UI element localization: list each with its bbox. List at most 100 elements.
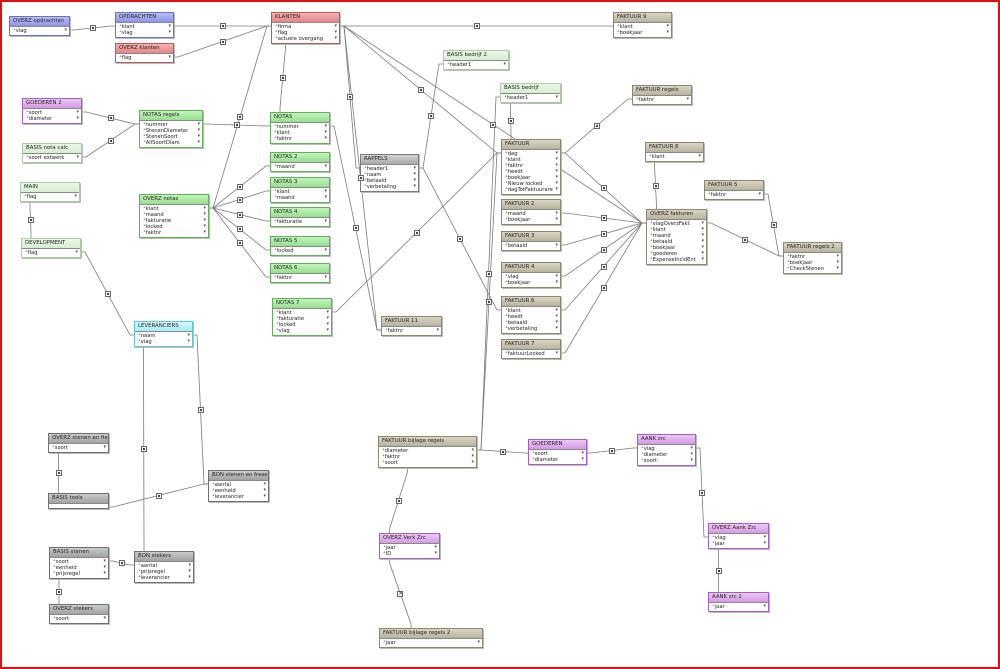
field-item[interactable]: ⁺header1 bbox=[364, 166, 416, 172]
table-bon-stekers[interactable]: BON stekers⁺aantal⁺prijsregel⁺leverancie… bbox=[134, 551, 194, 583]
table-notas[interactable]: NOTAS⁺nummer⁺klant⁺faktnr bbox=[270, 112, 330, 144]
relationship-operator-icon[interactable] bbox=[347, 94, 353, 100]
field-item[interactable]: ⁺klant bbox=[617, 24, 669, 30]
relationship-operator-icon[interactable] bbox=[236, 211, 243, 218]
table-title[interactable]: OVERZ klanten bbox=[116, 44, 173, 54]
field-item[interactable]: ⁺faktnr bbox=[787, 254, 839, 260]
relationship-operator-icon[interactable] bbox=[279, 75, 286, 81]
field-item[interactable]: ⁺maand bbox=[650, 233, 704, 239]
field-item[interactable]: ⁺nummer bbox=[143, 122, 200, 128]
field-item[interactable]: ⁺klant bbox=[119, 24, 171, 30]
relationship-operator-icon[interactable] bbox=[237, 114, 243, 120]
relationship-operator-icon[interactable] bbox=[652, 182, 659, 189]
field-item[interactable]: ⁺diameter bbox=[532, 457, 584, 463]
relationship-operator-icon[interactable] bbox=[600, 231, 607, 237]
table-title[interactable]: FAKTUUR bijlage regels 2 bbox=[380, 629, 482, 639]
field-item[interactable]: ⁺ExpenseIncidEnt bbox=[650, 257, 704, 263]
table-title[interactable]: AANK zrc bbox=[638, 435, 695, 445]
field-item[interactable]: ⁺boekjaar bbox=[505, 280, 558, 286]
field-item[interactable]: ⁺verbetaling bbox=[505, 326, 558, 332]
field-item[interactable]: ⁺vlag bbox=[712, 535, 766, 541]
table-overz-klanten[interactable]: OVERZ klanten⁺flag bbox=[115, 43, 174, 63]
relationship-operator-icon[interactable] bbox=[742, 236, 748, 243]
field-item[interactable]: ⁺faktnr bbox=[708, 192, 761, 198]
table-title[interactable]: FAKTUUR regels 2 bbox=[784, 243, 841, 253]
field-item[interactable]: ⁺StenenDiameter bbox=[143, 128, 200, 134]
field-item[interactable]: ⁺soort bbox=[641, 458, 693, 464]
table-title[interactable]: RAPPELS bbox=[361, 155, 418, 165]
field-item[interactable]: ⁺maand bbox=[274, 164, 327, 170]
table-title[interactable]: BASIS tools bbox=[49, 494, 108, 504]
table-title[interactable]: OVERZ notas bbox=[140, 195, 208, 205]
table-goederen2[interactable]: GOEDEREN 2⁺soort⁺diameter bbox=[22, 98, 82, 124]
table-title[interactable]: OVERZ Aank Zrc bbox=[709, 524, 768, 534]
relationship-operator-icon[interactable] bbox=[413, 229, 420, 236]
table-title[interactable]: FAKTUUR 6 bbox=[502, 297, 560, 307]
field-item[interactable]: ⁺naam bbox=[138, 333, 190, 339]
table-title[interactable]: BON stenen en fresen bbox=[209, 471, 268, 481]
relationship-operator-icon[interactable] bbox=[89, 25, 96, 31]
table-goederen[interactable]: GOEDEREN⁺soort⁺diameter bbox=[528, 439, 587, 465]
table-title[interactable]: FAKTUUR bbox=[502, 140, 560, 150]
table-title[interactable]: FAKTUUR bijlage regels bbox=[379, 437, 476, 447]
field-item[interactable]: ⁺flag bbox=[119, 55, 171, 61]
field-item[interactable]: ⁺jaar bbox=[712, 541, 766, 547]
table-overz-aank-zrc[interactable]: OVERZ Aank Zrc⁺vlag⁺jaar bbox=[708, 523, 769, 549]
table-title[interactable]: AANK zrc 2 bbox=[709, 593, 768, 603]
field-item[interactable]: ⁺leverancier bbox=[212, 494, 266, 500]
field-item[interactable]: ⁺vlag bbox=[641, 446, 693, 452]
table-title[interactable]: FAKTUUR 9 bbox=[614, 13, 671, 23]
field-item[interactable]: ⁺boekjaar bbox=[617, 30, 669, 36]
table-title[interactable]: FAKTUUR 7 bbox=[502, 340, 560, 350]
field-item[interactable]: ⁺boekjaar bbox=[505, 217, 558, 223]
field-item[interactable]: ⁺faktnr bbox=[274, 275, 327, 281]
relationship-operator-icon[interactable] bbox=[715, 567, 722, 574]
table-title[interactable]: KLANTEN bbox=[272, 13, 339, 23]
table-notas-regels[interactable]: NOTAS regels⁺nummer⁺StenenDiameter⁺Stene… bbox=[139, 110, 203, 148]
table-title[interactable]: OVERZ stekers bbox=[50, 605, 108, 615]
relationship-operator-icon[interactable] bbox=[104, 290, 111, 297]
field-item[interactable]: ⁺betaald bbox=[505, 320, 558, 326]
table-title[interactable]: BASIS nota calc bbox=[23, 144, 81, 154]
field-item[interactable]: ⁺eenheid bbox=[212, 488, 266, 494]
table-leveranciers[interactable]: LEVERANCIERS⁺naam⁺vlag bbox=[134, 321, 193, 347]
field-item[interactable]: ⁺ID bbox=[383, 551, 437, 557]
field-item[interactable]: ⁺jaar bbox=[383, 545, 437, 551]
table-faktuur7[interactable]: FAKTUUR 7⁺faktuurLocked bbox=[501, 339, 561, 359]
table-title[interactable]: NOTAS 5 bbox=[271, 237, 329, 247]
field-item[interactable]: ⁺aantal bbox=[212, 482, 266, 488]
relationship-operator-icon[interactable] bbox=[499, 448, 506, 455]
field-item[interactable]: ⁺vlag bbox=[276, 328, 329, 334]
relationship-operator-icon[interactable] bbox=[600, 263, 607, 270]
relationship-operator-icon[interactable] bbox=[233, 122, 240, 128]
relationship-operator-icon[interactable] bbox=[357, 175, 364, 181]
field-item[interactable]: ⁺prijsregel bbox=[138, 569, 191, 575]
field-item[interactable]: ⁺aantal bbox=[138, 563, 191, 569]
table-title[interactable]: NOTAS regels bbox=[140, 111, 202, 121]
table-title[interactable]: DEVELOPMENT bbox=[22, 239, 80, 249]
table-title[interactable]: BASIS bedrijf bbox=[501, 84, 560, 94]
table-notas6[interactable]: NOTAS 6⁺faktnr bbox=[270, 263, 330, 283]
table-faktuur-regels[interactable]: FAKTUUR regels⁺faktnr bbox=[632, 85, 692, 105]
field-item[interactable]: ⁺fakturatie bbox=[143, 218, 206, 224]
relationship-operator-icon[interactable] bbox=[236, 196, 243, 203]
field-item[interactable]: ⁺vlagOverzFakt bbox=[650, 221, 704, 227]
table-title[interactable]: NOTAS 3 bbox=[271, 178, 329, 188]
table-notas4[interactable]: NOTAS 4⁺fakturatie bbox=[270, 207, 330, 227]
table-notas7[interactable]: NOTAS 7⁺klant⁺fakturatie⁺locked⁺vlag bbox=[272, 298, 332, 336]
field-item[interactable]: ⁺soort bbox=[53, 559, 106, 565]
table-faktuur-bijlage[interactable]: FAKTUUR bijlage regels⁺diameter⁺faktnr⁺s… bbox=[378, 436, 477, 468]
relationship-operator-icon[interactable] bbox=[507, 118, 514, 124]
table-aank-zrc2[interactable]: AANK zrc 2⁺jaar bbox=[708, 592, 769, 612]
table-faktuur[interactable]: FAKTUUR⁺dag⁺klant⁺faktnr⁺heedt⁺boekjaar⁺… bbox=[501, 139, 561, 195]
field-item[interactable]: ⁺locked bbox=[274, 248, 327, 254]
table-overz-opdrachten[interactable]: OVERZ opdrachten⁺vlag bbox=[9, 16, 70, 36]
table-faktuur4[interactable]: FAKTUUR 4⁺vlag⁺boekjaar bbox=[501, 262, 561, 288]
table-faktuur8[interactable]: FAKTUUR 8⁺klant bbox=[645, 142, 704, 162]
field-item[interactable]: ⁺flag bbox=[24, 194, 77, 200]
table-faktuur5[interactable]: FAKTUUR 5⁺faktnr bbox=[704, 180, 764, 200]
field-item[interactable]: ⁺locked bbox=[276, 322, 329, 328]
field-item[interactable]: ⁺betaald bbox=[650, 239, 704, 245]
field-item[interactable]: ⁺header1 bbox=[447, 62, 506, 68]
table-main[interactable]: MAIN⁺flag bbox=[20, 182, 80, 202]
